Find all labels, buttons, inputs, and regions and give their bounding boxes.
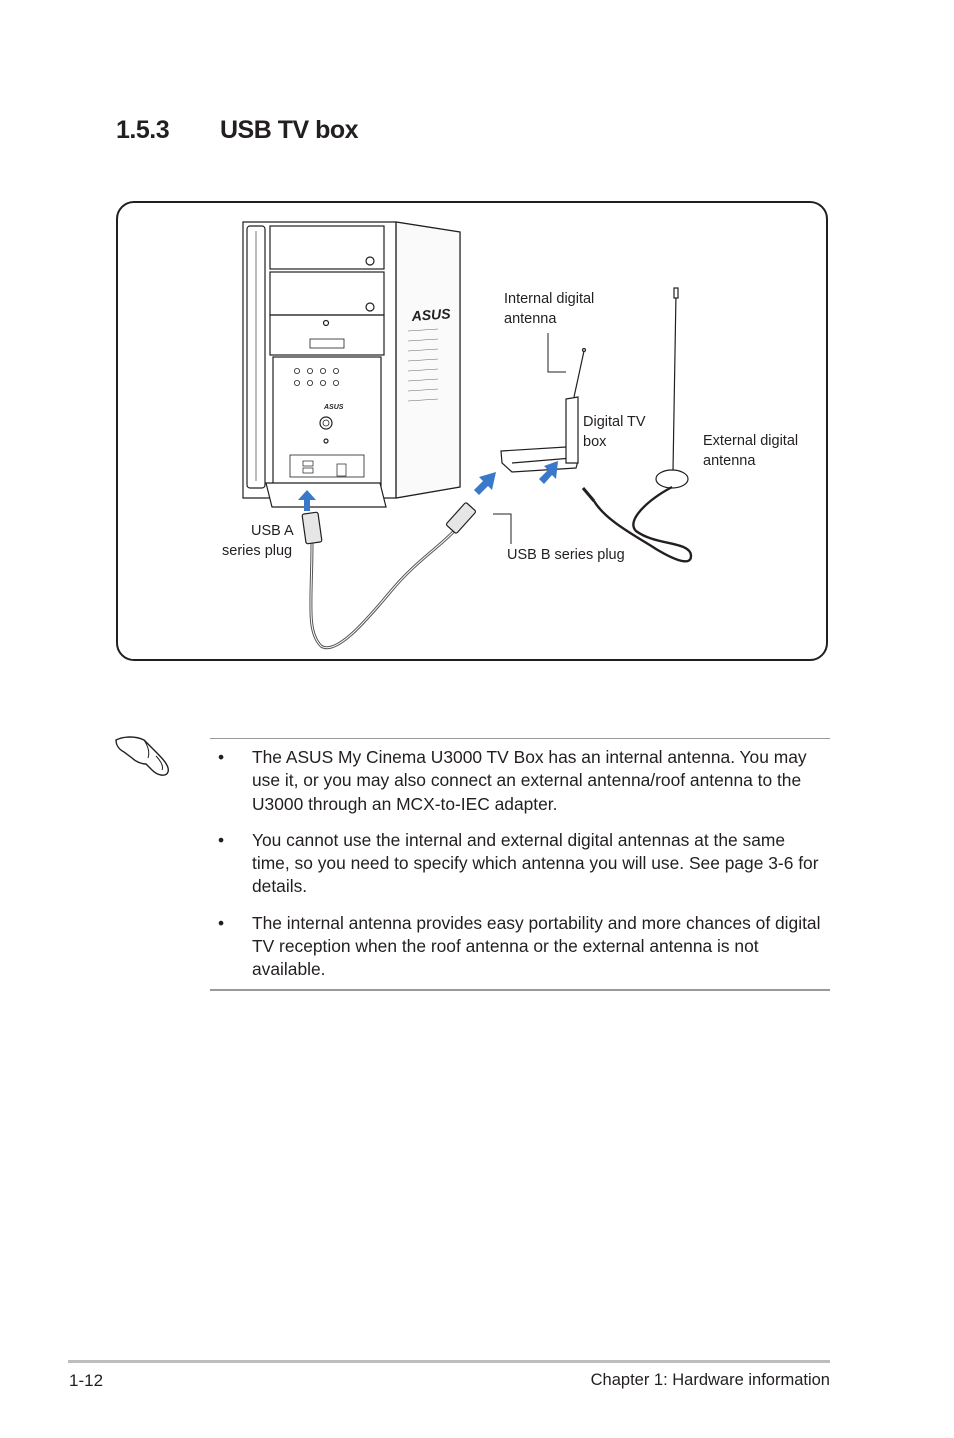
page-number: 1-12: [69, 1371, 104, 1390]
label-internal-antenna: Internal digital antenna: [504, 289, 594, 329]
note-list: • The ASUS My Cinema U3000 TV Box has an…: [218, 746, 823, 995]
label-external-antenna: External digital antenna: [703, 431, 798, 471]
label-usb-a-line1: USB A: [251, 523, 294, 539]
external-antenna: [581, 287, 693, 563]
label-internal-antenna-line2: antenna: [504, 311, 557, 327]
note-item-text: You cannot use the internal and external…: [252, 829, 819, 897]
section-title: USB TV box: [220, 116, 359, 144]
label-usb-a: USB A series plug: [222, 521, 295, 561]
svg-text:ASUS: ASUS: [410, 305, 452, 324]
connection-arrows: [298, 461, 558, 511]
bullet: •: [218, 747, 225, 767]
svg-text:ASUS: ASUS: [323, 404, 344, 411]
digital-tv-box: [500, 347, 587, 473]
note-item: • The ASUS My Cinema U3000 TV Box has an…: [218, 746, 823, 816]
label-internal-antenna-line1: Internal digital: [504, 291, 595, 307]
section-heading: 1.5.3 USB TV box: [116, 116, 359, 145]
usb-cable: [301, 502, 477, 650]
arrow-antenna: [539, 461, 558, 484]
note-item: • The internal antenna provides easy por…: [218, 912, 823, 982]
arrow-usb-b: [474, 472, 496, 495]
pointing-hand-icon: [115, 736, 169, 776]
usb-tv-box-illustration: ASUS ASUS: [242, 221, 693, 650]
bullet: •: [218, 829, 225, 850]
label-external-antenna-line2: antenna: [703, 453, 756, 469]
callout-lines: [493, 333, 566, 544]
bullet: •: [218, 912, 225, 933]
label-digital-tv-box: Digital TV box: [583, 412, 646, 452]
note-item-text: The internal antenna provides easy porta…: [252, 912, 821, 980]
note-item: • You cannot use the internal and extern…: [218, 829, 823, 899]
label-digital-tv-box-line1: Digital TV: [583, 414, 646, 430]
note-rule-top: [210, 738, 830, 739]
label-external-antenna-line1: External digital: [703, 433, 799, 449]
chapter-title: Chapter 1: Hardware information: [590, 1371, 830, 1389]
pc-tower-illustration: ASUS ASUS: [242, 221, 461, 508]
footer-rule: [68, 1360, 830, 1363]
section-number: 1.5.3: [116, 116, 170, 144]
label-usb-a-line2: series plug: [222, 543, 293, 559]
note-rule-bottom: [210, 989, 830, 991]
note-item-text: The ASUS My Cinema U3000 TV Box has an i…: [252, 747, 807, 814]
arrow-usb-a: [298, 490, 316, 511]
label-digital-tv-box-line2: box: [583, 434, 607, 450]
label-usb-b: USB B series plug: [507, 547, 625, 563]
figure-frame: [116, 201, 828, 661]
